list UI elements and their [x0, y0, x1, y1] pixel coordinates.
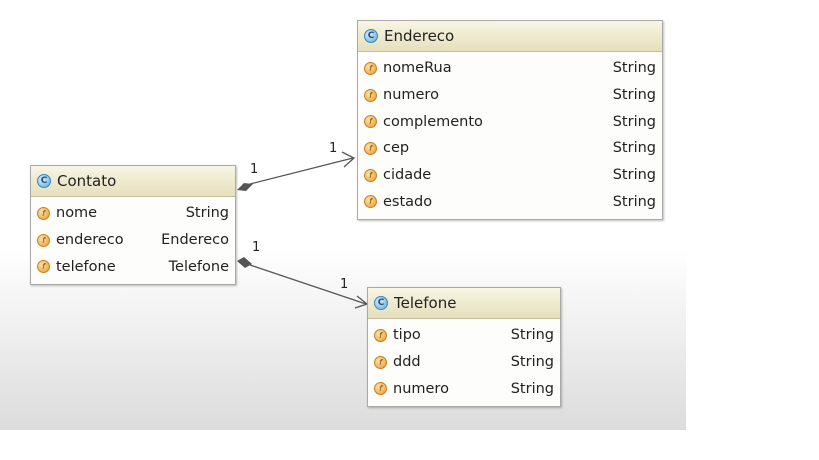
diagram-canvas: 1 1 1 1 C Contato f nome String f endere…: [0, 0, 686, 430]
attribute-type: String: [612, 60, 656, 77]
attribute-type: String: [185, 205, 229, 222]
field-icon: f: [37, 233, 50, 247]
attribute-row[interactable]: f numero String: [368, 375, 560, 402]
attribute-name: nome: [56, 205, 98, 222]
attribute-row[interactable]: f tipo String: [368, 322, 560, 349]
attribute-name: numero: [393, 380, 449, 397]
field-icon: f: [364, 61, 377, 75]
class-name: Endereco: [384, 27, 455, 45]
composition-diamond: [237, 183, 253, 191]
class-icon: C: [364, 29, 378, 43]
attribute-name: ddd: [393, 354, 421, 371]
class-header[interactable]: C Telefone: [368, 288, 560, 319]
attribute-row[interactable]: f nomeRua String: [358, 55, 662, 82]
class-header[interactable]: C Contato: [31, 166, 235, 197]
multiplicity-contato-telefone-target: 1: [340, 277, 349, 292]
field-icon: f: [37, 260, 50, 274]
attribute-row[interactable]: f ddd String: [368, 349, 560, 376]
attribute-type: String: [612, 87, 656, 104]
multiplicity-contato-telefone-source: 1: [252, 240, 261, 255]
attribute-type: Telefone: [168, 258, 229, 275]
attribute-name: cep: [383, 140, 410, 157]
multiplicity-contato-endereco-target: 1: [329, 141, 338, 156]
field-icon: f: [374, 355, 387, 369]
class-name: Telefone: [394, 294, 457, 312]
attribute-name: telefone: [56, 258, 116, 275]
association-contato-endereco[interactable]: [237, 151, 356, 191]
arrow-head: [341, 151, 356, 168]
field-icon: f: [374, 328, 387, 342]
attribute-name: cidade: [383, 167, 432, 184]
attribute-name: nomeRua: [383, 60, 452, 77]
attribute-name: estado: [383, 193, 433, 210]
class-contato[interactable]: C Contato f nome String f endereco Ender…: [30, 165, 236, 286]
field-icon: f: [364, 168, 377, 182]
attribute-name: complemento: [383, 113, 483, 130]
field-icon: f: [364, 195, 377, 209]
attribute-row[interactable]: f numero String: [358, 82, 662, 109]
attribute-type: String: [612, 193, 656, 210]
attribute-name: endereco: [56, 232, 124, 249]
field-icon: f: [364, 141, 377, 155]
attribute-row[interactable]: f endereco Endereco: [31, 227, 235, 254]
attribute-type: String: [510, 380, 554, 397]
class-icon: C: [374, 296, 388, 310]
attribute-type: String: [510, 327, 554, 344]
field-icon: f: [364, 115, 377, 129]
attribute-type: String: [510, 354, 554, 371]
attribute-row[interactable]: f cep String: [358, 135, 662, 162]
class-header[interactable]: C Endereco: [358, 21, 662, 52]
attribute-type: String: [612, 140, 656, 157]
field-icon: f: [37, 206, 50, 220]
attribute-row[interactable]: f estado String: [358, 188, 662, 215]
attribute-row[interactable]: f cidade String: [358, 162, 662, 189]
class-endereco[interactable]: C Endereco f nomeRua String f numero Str…: [357, 20, 663, 221]
field-icon: f: [374, 382, 387, 396]
composition-diamond: [237, 257, 252, 268]
attribute-type: String: [612, 113, 656, 130]
class-name: Contato: [57, 172, 117, 190]
attribute-row[interactable]: f complemento String: [358, 108, 662, 135]
attribute-name: tipo: [393, 327, 421, 344]
attribute-row[interactable]: f telefone Telefone: [31, 253, 235, 280]
class-icon: C: [37, 174, 51, 188]
field-icon: f: [364, 88, 377, 102]
multiplicity-contato-endereco-source: 1: [250, 162, 259, 177]
attribute-name: numero: [383, 87, 439, 104]
class-telefone[interactable]: C Telefone f tipo String f ddd String f …: [367, 287, 561, 408]
attribute-type: String: [612, 167, 656, 184]
attribute-row[interactable]: f nome String: [31, 200, 235, 227]
attribute-type: Endereco: [161, 232, 229, 249]
